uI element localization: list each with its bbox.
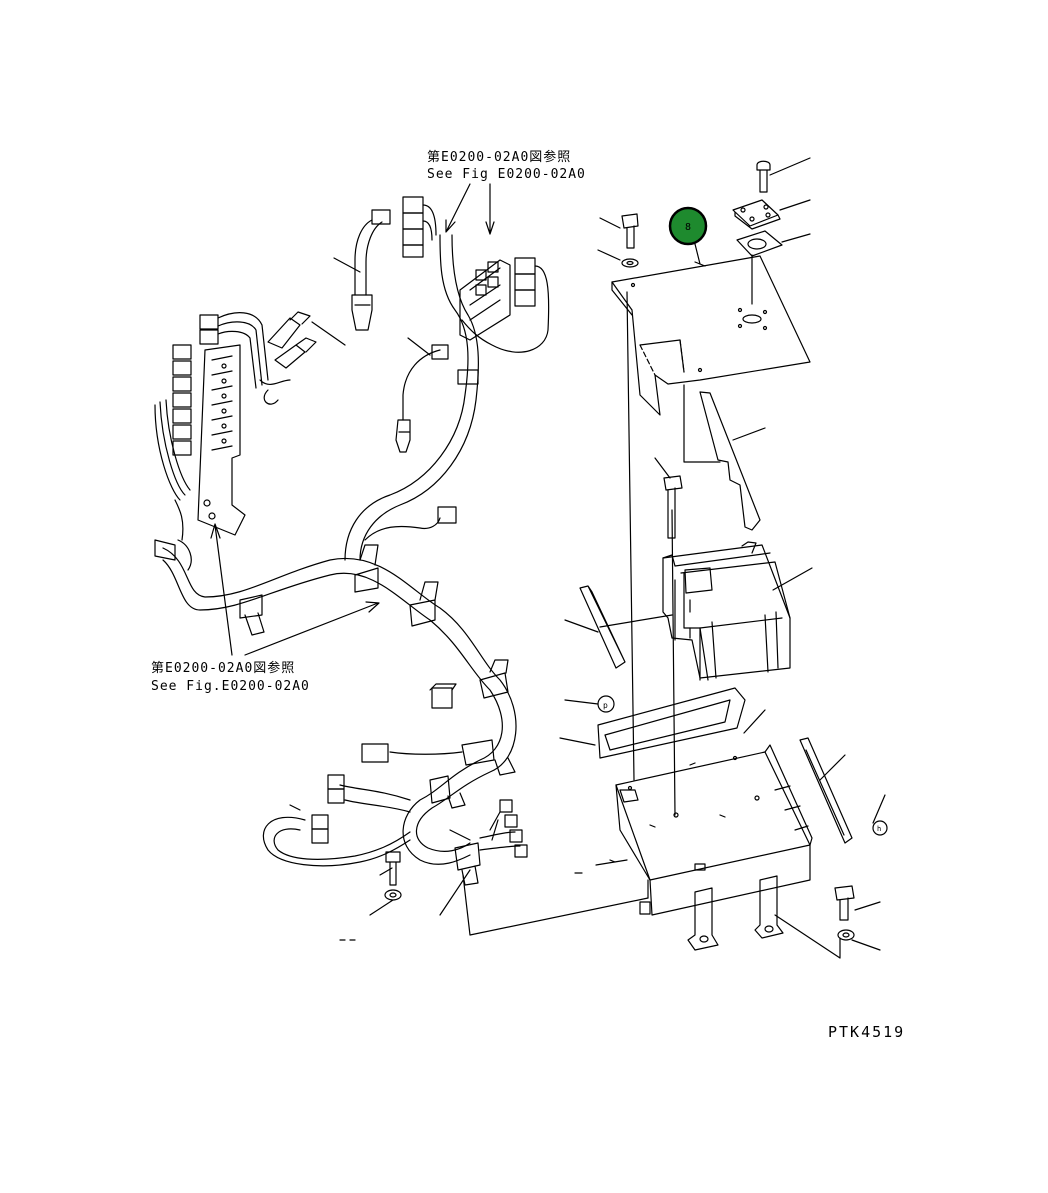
hotspot-circle[interactable] <box>668 206 708 246</box>
callout-p: p <box>603 701 608 710</box>
ref-top-english: See Fig E0200-02A0 <box>427 167 586 182</box>
drawing-code: PTK4519 <box>828 1023 905 1041</box>
hotspot-8[interactable]: 8 <box>668 206 708 265</box>
ref-left-english: See Fig.E0200-02A0 <box>151 679 310 694</box>
ref-left-japanese: 第E0200-02A0図参照 <box>151 660 295 676</box>
mounting-plate-assembly <box>597 157 811 816</box>
hotspot-label[interactable]: 8 <box>685 222 691 233</box>
controller-unit: p <box>559 541 813 759</box>
callout-h: h <box>877 825 881 833</box>
wiring-harness <box>154 196 649 941</box>
ref-top-leader <box>445 183 495 235</box>
ref-left-leader <box>210 523 380 656</box>
ref-top-japanese: 第E0200-02A0図参照 <box>427 149 571 165</box>
base-box: h <box>574 709 888 959</box>
